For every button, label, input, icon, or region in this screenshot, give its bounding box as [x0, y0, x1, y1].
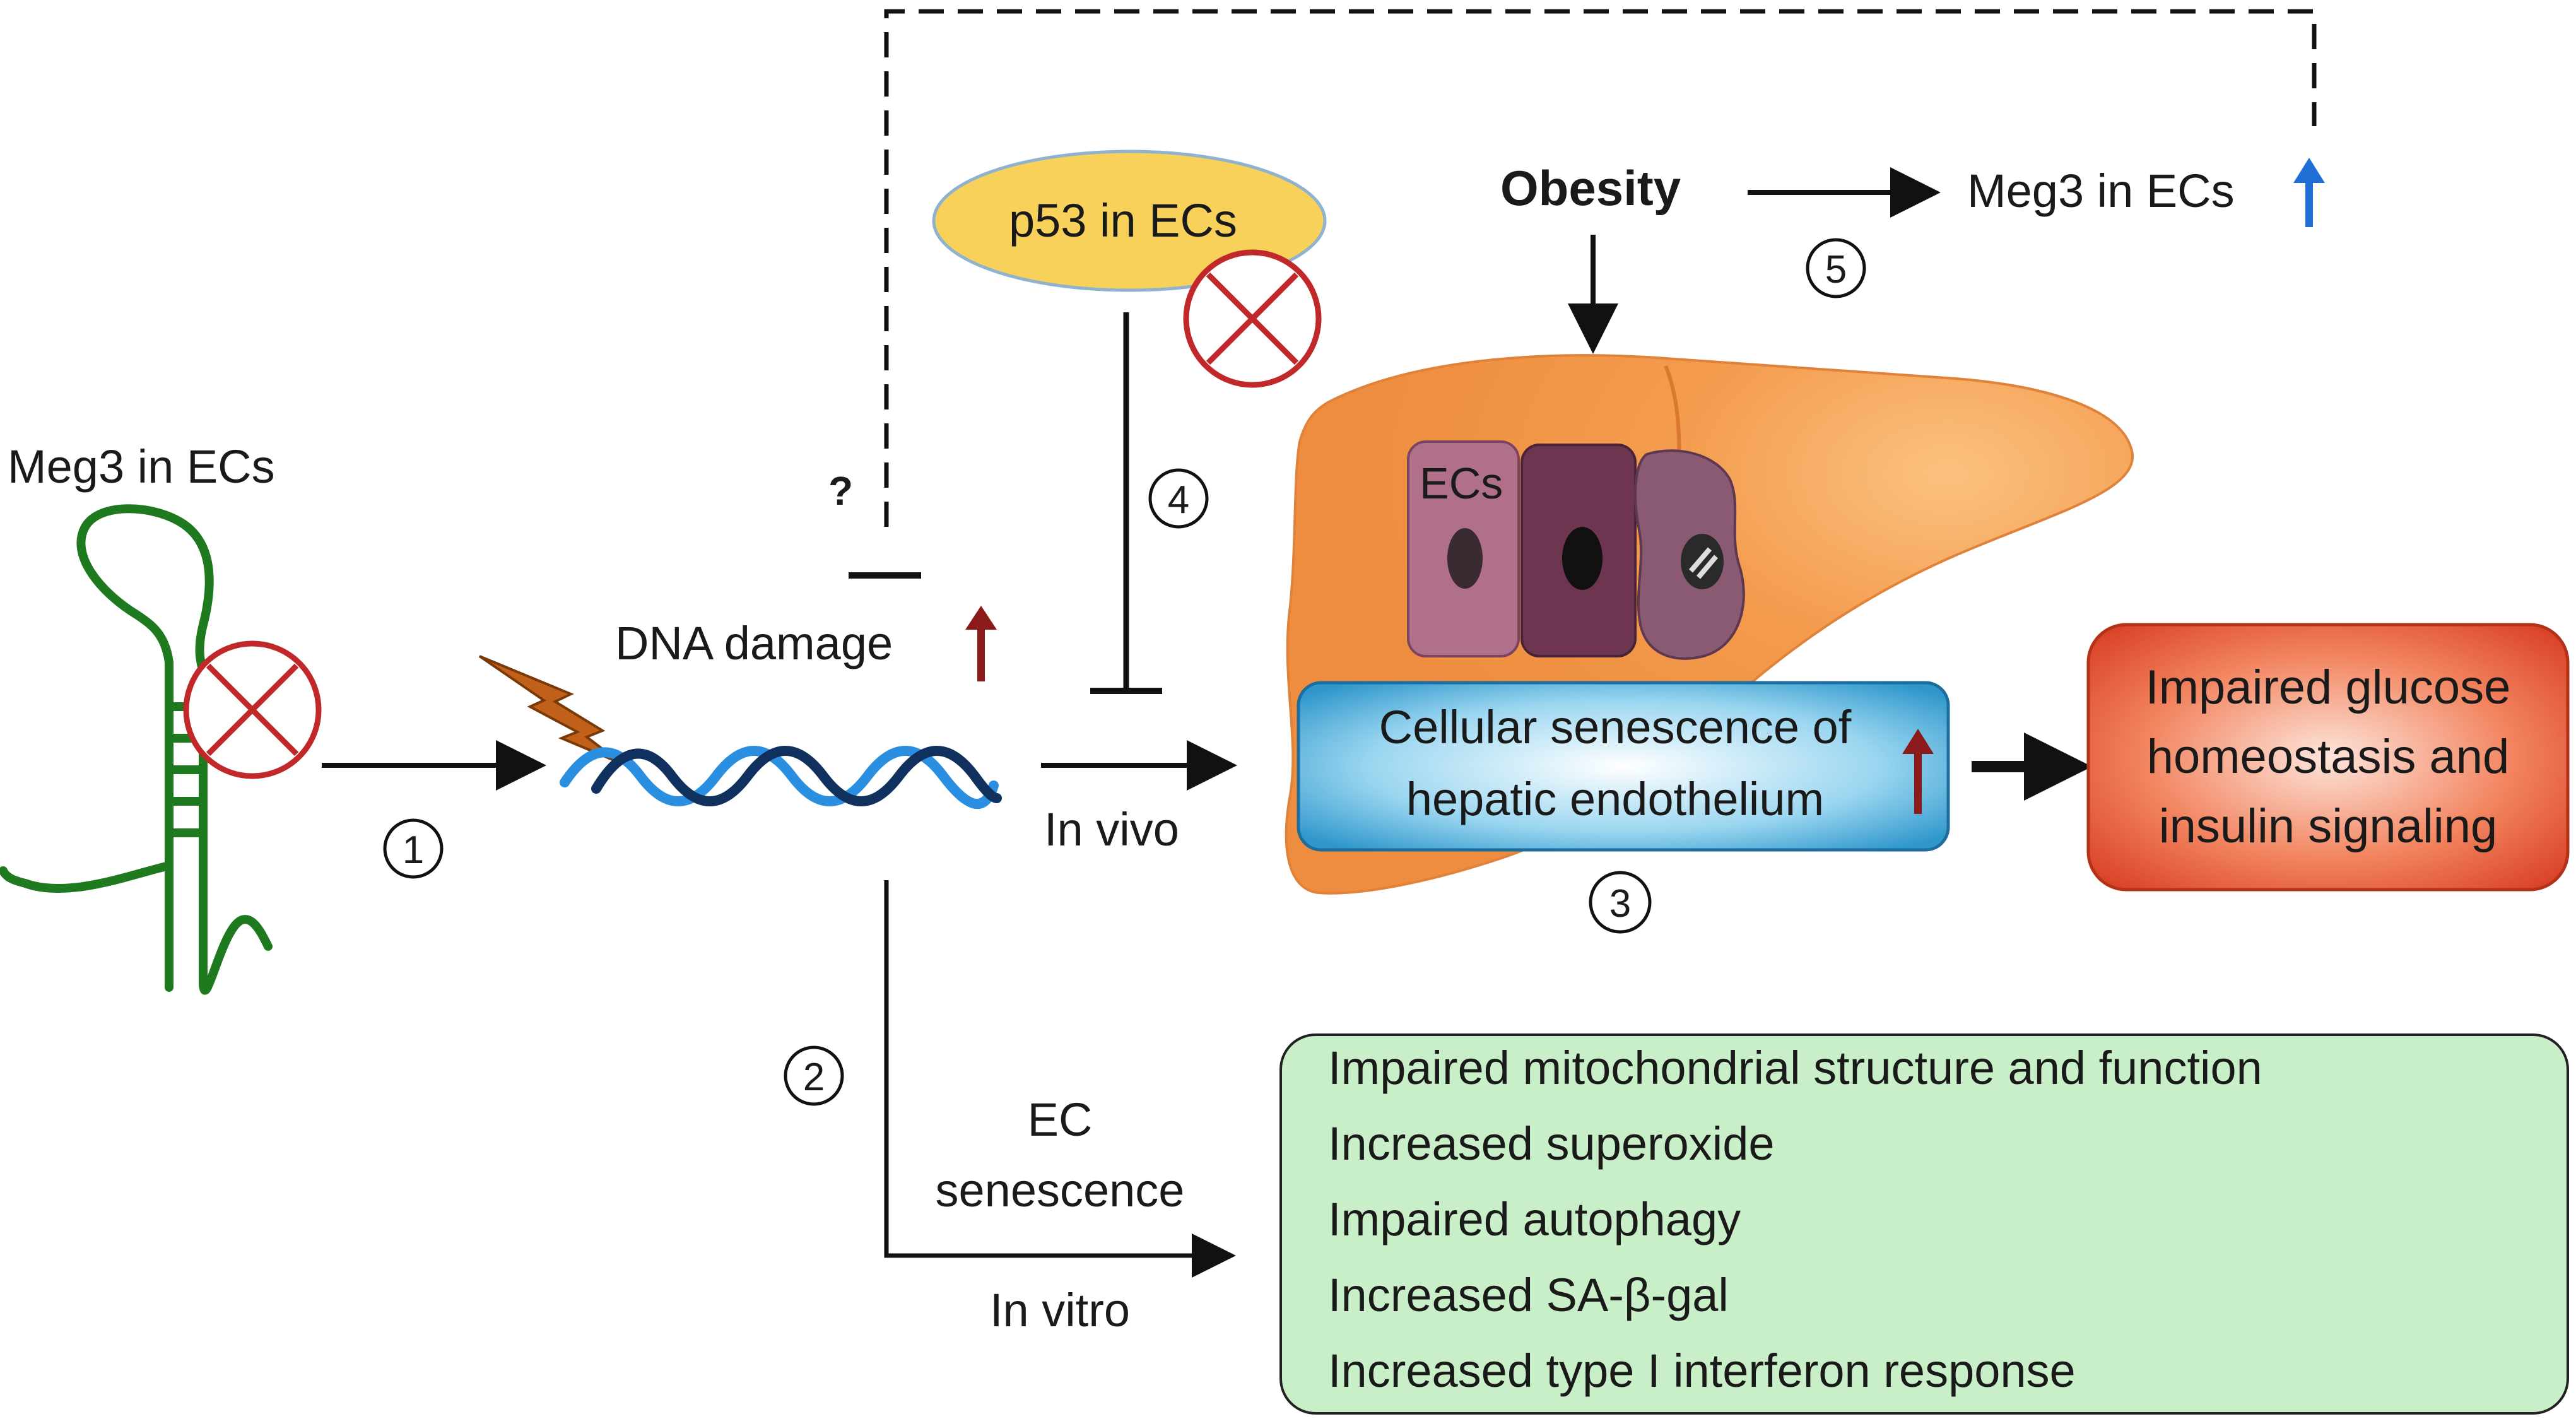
- step-3-label: 3: [1609, 882, 1631, 926]
- step-3-badge: 3: [1589, 871, 1652, 934]
- impaired-line2: homeostasis and: [2147, 730, 2510, 784]
- meg3-knockout-circle-x-icon: [183, 640, 322, 779]
- dna-double-helix-icon: [560, 746, 1002, 809]
- outcome-item: Increased SA-β-gal: [1328, 1269, 1729, 1321]
- endothelial-cells: [1407, 440, 1745, 660]
- ec-cell-1-nucleus: [1447, 528, 1483, 589]
- step-2-label: 2: [803, 1056, 825, 1099]
- outcome-item: Increased type I interferon response: [1328, 1345, 2076, 1397]
- impaired-line1: Impaired glucose: [2146, 661, 2511, 714]
- impaired-line3: insulin signaling: [2159, 799, 2498, 853]
- dna-damage-label: DNA damage: [615, 617, 893, 669]
- outcome-item: Impaired autophagy: [1328, 1193, 1741, 1245]
- ec-senescence-line1: EC: [1028, 1093, 1093, 1146]
- senescence-line1: Cellular senescence of: [1379, 701, 1852, 753]
- step-2-badge: 2: [784, 1045, 844, 1106]
- p53-inhibition-line: [1090, 312, 1162, 694]
- ec-senescence-line2: senescence: [936, 1164, 1185, 1216]
- in-vitro-label: In vitro: [990, 1284, 1130, 1336]
- step-5-badge: 5: [1806, 238, 1866, 298]
- step-4-badge: 4: [1148, 468, 1209, 529]
- senescence-box: [1297, 681, 1950, 852]
- meg3-up-arrow-icon: [2293, 158, 2325, 227]
- meg3-left-label: Meg3 in ECs: [8, 440, 275, 493]
- obesity-label: Obesity: [1500, 160, 1681, 216]
- step-5-label: 5: [1825, 248, 1847, 291]
- step-1-label: 1: [403, 828, 424, 872]
- step-4-label: 4: [1168, 478, 1189, 522]
- outcome-item: Impaired mitochondrial structure and fun…: [1328, 1042, 2262, 1094]
- impaired-glucose-box: [2086, 623, 2570, 892]
- step-1-badge: 1: [383, 818, 444, 879]
- arrow-2-in-vitro: [884, 880, 1236, 1278]
- outcome-item: Increased superoxide: [1328, 1117, 1775, 1170]
- p53-label: p53 in ECs: [1009, 194, 1237, 247]
- senescence-up-arrow-icon: [1902, 729, 1934, 814]
- senescence-line2: hepatic endothelium: [1406, 773, 1824, 825]
- question-mark: ?: [828, 468, 853, 514]
- in-vivo-label: In vivo: [1044, 803, 1179, 856]
- outcomes-box: [1279, 1033, 2569, 1415]
- feedback-dashed-loop: [849, 9, 2317, 579]
- meg3-top-right-label: Meg3 in ECs: [1967, 165, 2235, 217]
- ec-cell-2-nucleus: [1562, 527, 1603, 590]
- dna-damage-up-arrow-icon: [965, 606, 997, 681]
- lightning-bolt-icon: [478, 655, 623, 765]
- p53-knockout-circle-x-icon: [1183, 249, 1322, 388]
- ecs-cell-label: ECs: [1420, 459, 1503, 508]
